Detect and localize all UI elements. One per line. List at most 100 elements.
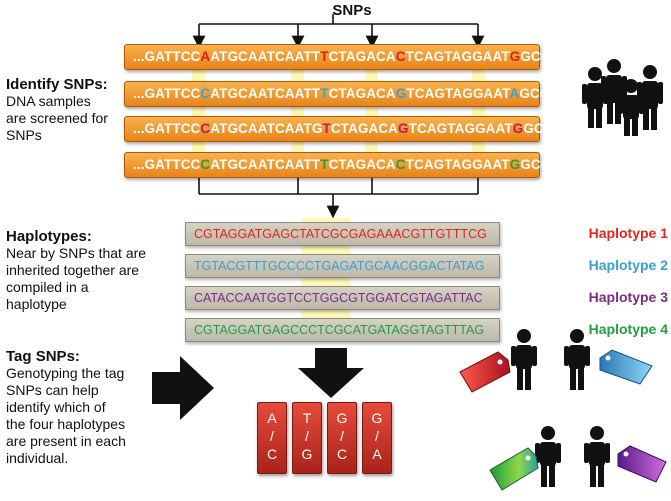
snp-base: A xyxy=(200,49,211,64)
identify-line-2: are screened for xyxy=(6,110,108,126)
tag-allele-top: G xyxy=(336,410,348,426)
snp-base: G xyxy=(509,157,521,172)
haplotype-bar-2: TGTACGTTTGCCCCTGAGATGCAACGGACTATAG xyxy=(185,254,500,278)
tag-line-5: are present in each xyxy=(6,433,126,449)
sequence-segment: CTAGACA xyxy=(328,86,396,101)
sequence-segment: CTAGACA xyxy=(328,157,396,172)
green-tag-icon xyxy=(489,447,539,491)
person-icon-4 xyxy=(584,426,610,487)
snp-base: C xyxy=(395,157,406,172)
haplotype-label-2: Haplotype 2 xyxy=(588,257,668,273)
tag-allele-bottom: A xyxy=(372,446,382,462)
haplotypes-title: Haplotypes: xyxy=(6,228,92,245)
sequence-segment: ...GATTCC xyxy=(133,157,201,172)
snp-highlight-1 xyxy=(192,44,205,178)
haplotype-label-1: Haplotype 1 xyxy=(588,225,668,241)
tag-snp-box-2: T/G xyxy=(292,402,322,474)
tag-line-6: individual. xyxy=(6,450,69,466)
person-icon-3 xyxy=(535,426,561,487)
sequence-segment: ...GATTCC xyxy=(133,121,201,136)
haplotypes-line-3: compiled in a xyxy=(6,279,89,295)
sequence-segment: GCGAT... xyxy=(520,157,579,172)
tag-allele-separator: / xyxy=(340,428,344,444)
tag-allele-bottom: C xyxy=(266,446,278,462)
sequence-segment: TCAGTAGGAAT xyxy=(408,121,513,136)
snp-base: A xyxy=(509,86,520,101)
sequence-segment: TCAGTAGGAAT xyxy=(405,49,510,64)
sequence-segment: GCGAT... xyxy=(520,49,579,64)
snp-base: C xyxy=(200,157,211,172)
identify-section: Identify SNPs: DNA samples are screened … xyxy=(6,76,108,144)
sequence-segment: CTAGACA xyxy=(330,121,399,136)
snp-base: T xyxy=(322,121,331,136)
haplotype-label-3: Haplotype 3 xyxy=(588,289,668,305)
sequence-segment: CTAGACA xyxy=(328,49,396,64)
snp-base: G xyxy=(509,49,521,64)
haplotypes-line-4: haplotype xyxy=(6,296,67,312)
sequence-segment: GCGAT... xyxy=(523,121,582,136)
tag-allele-top: G xyxy=(371,410,383,426)
sequence-segment: ...GATTCC xyxy=(133,86,201,101)
snp-base: C xyxy=(395,49,406,64)
identify-line-3: SNPs xyxy=(6,127,42,143)
sequence-segment: ...GATTCC xyxy=(133,49,201,64)
tag-line-3: identify which of xyxy=(6,399,106,415)
person-icon-1 xyxy=(511,329,537,390)
snp-base: C xyxy=(200,121,211,136)
dna-sequence-3: ...GATTCCCATGCAATCAATGTCTAGACAGTCAGTAGGA… xyxy=(124,116,582,142)
identify-title: Identify SNPs: xyxy=(6,76,108,93)
tag-snp-box-3: G / C xyxy=(327,402,357,474)
sequence-segment: ATGCAATCAATG xyxy=(210,121,323,136)
sequence-segment: GCGAT... xyxy=(519,86,578,101)
tag-allele-separator: / xyxy=(375,428,379,444)
tag-line-1: Genotyping the tag xyxy=(6,365,125,381)
snp-highlight-3 xyxy=(365,44,378,178)
haplotype-bar-1: CGTAGGATGAGCTATCGCGAGAAACGTTGTTTCG xyxy=(185,222,500,246)
snp-highlight-4 xyxy=(472,44,485,178)
haplotype-bar-4: CGTAGGATGAGCCCTCGCATGATAGGTAGTTTAG xyxy=(185,318,500,342)
tag-allele-top: T xyxy=(302,410,312,426)
snp-base: T xyxy=(320,86,329,101)
right-arrow-icon xyxy=(152,356,214,420)
snp-base: T xyxy=(320,49,329,64)
person-icon-2 xyxy=(564,329,590,390)
sequence-segment: ATGCAATCAATT xyxy=(210,157,321,172)
blue-tag-icon xyxy=(599,349,653,385)
tag-allele-bottom: G xyxy=(301,446,313,462)
haplotypes-section: Haplotypes: Near by SNPs that are inheri… xyxy=(6,228,146,313)
haplotype-bar-3: CATACCAATGGTCCTGGCGTGGATCGTAGATTAC xyxy=(185,286,500,310)
tag-line-4: the four haplotypes xyxy=(6,416,126,432)
dna-sequence-2: ...GATTCCCATGCAATCAATTTCTAGACAGTCAGTAGGA… xyxy=(124,81,578,107)
snp-base: G xyxy=(398,121,409,136)
tag-snp-box-4: G / A xyxy=(362,402,392,474)
tag-allele-top: A xyxy=(267,410,277,426)
haplotypes-line-1: Near by SNPs that are xyxy=(6,245,147,261)
red-tag-icon xyxy=(459,351,511,393)
sequence-segment: TCAGTAGGAAT xyxy=(405,157,510,172)
snp-base: T xyxy=(320,157,329,172)
tag-section: Tag SNPs: Genotyping the tag SNPs can he… xyxy=(6,348,126,467)
sequence-segment: ATGCAATCAATT xyxy=(210,86,321,101)
snp-base: G xyxy=(395,86,407,101)
snp-base: G xyxy=(512,121,524,136)
down-arrow-icon xyxy=(298,348,364,398)
identify-line-1: DNA samples xyxy=(6,93,91,109)
dna-sequence-1: ...GATTCCAATGCAATCAATTTCTAGACACTCAGTAGGA… xyxy=(124,44,579,70)
tag-title: Tag SNPs: xyxy=(6,348,80,365)
haplotype-label-4: Haplotype 4 xyxy=(588,321,668,337)
tag-snp-box-1: A/C xyxy=(257,402,287,474)
snp-highlight-2 xyxy=(291,44,304,178)
purple-tag-icon xyxy=(617,445,667,483)
tag-line-2: SNPs can help xyxy=(6,382,99,398)
tag-allele-bottom: C xyxy=(336,446,348,462)
dna-sequence-4: ...GATTCCCATGCAATCAATTTCTAGACACTCAGTAGGA… xyxy=(124,152,579,178)
haplotypes-line-2: inherited together are xyxy=(6,262,140,278)
sequence-segment: TCAGTAGGAAT xyxy=(406,86,510,101)
snp-title: SNPs xyxy=(332,2,372,19)
snp-base: C xyxy=(200,86,211,101)
sequence-segment: ATGCAATCAATT xyxy=(210,49,321,64)
